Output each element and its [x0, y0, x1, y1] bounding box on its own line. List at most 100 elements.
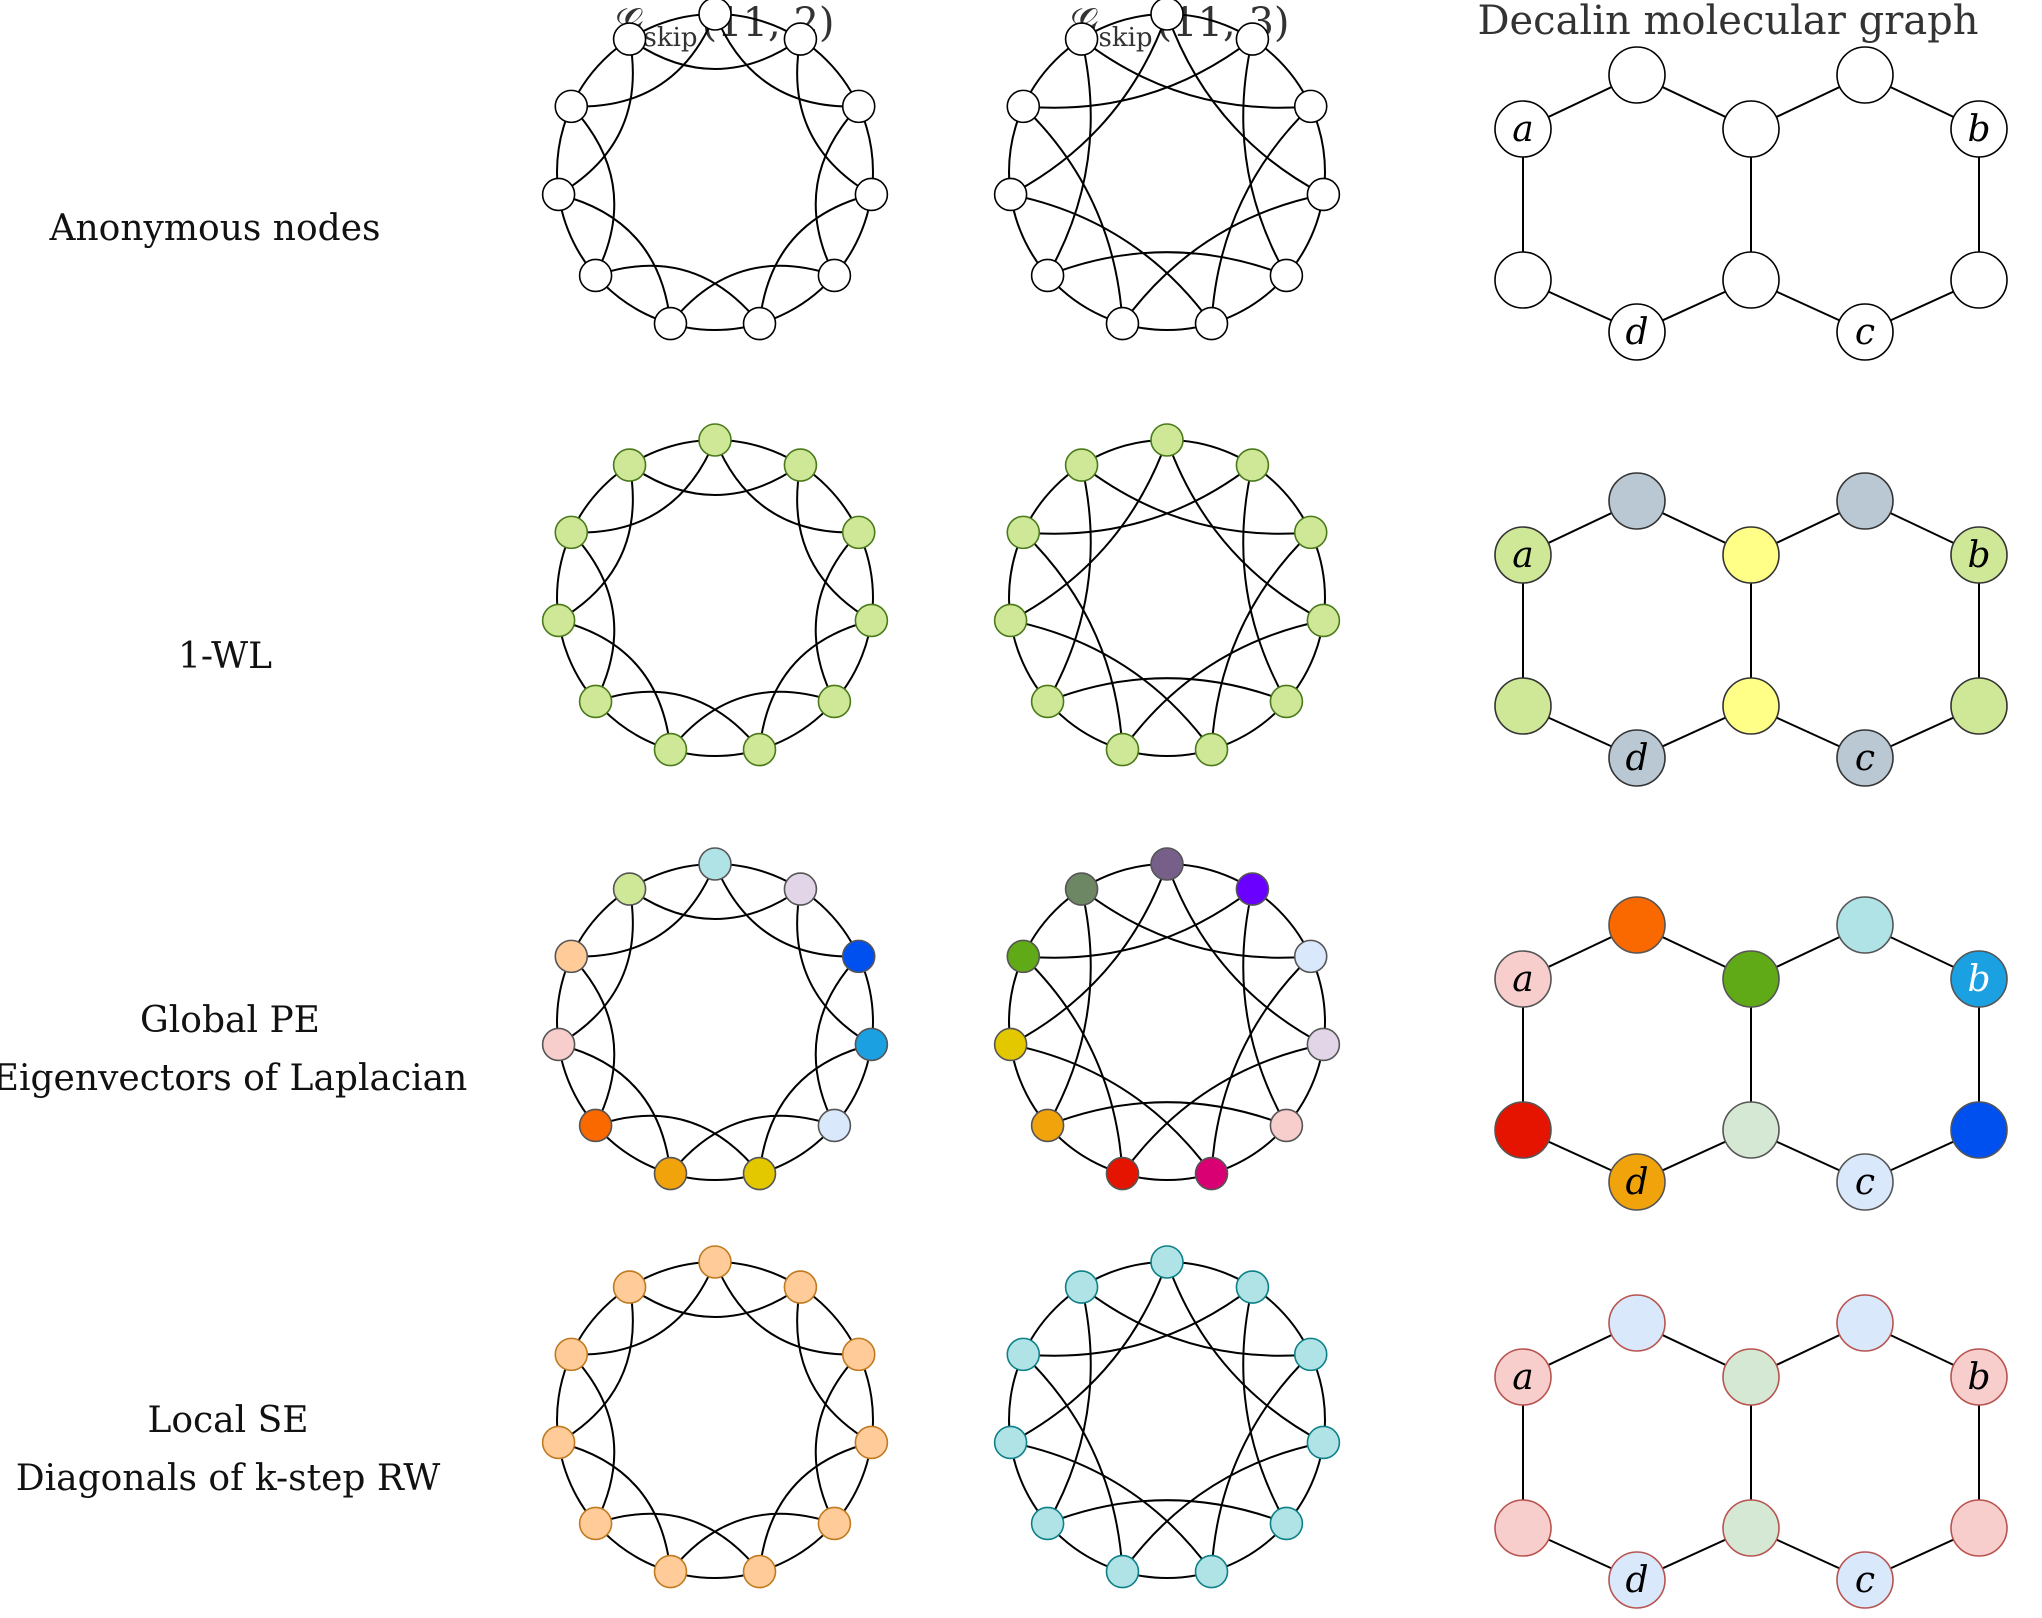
graph-node [1150, 0, 1184, 31]
skip-edge [714, 863, 859, 958]
skip-graph-3-row-2 [993, 847, 1341, 1191]
node-label-a: a [1512, 109, 1533, 150]
skip-edge [1210, 1353, 1312, 1572]
skip-edge [629, 1286, 801, 1318]
graph-node [1150, 423, 1184, 457]
skip-graph-2-row-2 [541, 847, 889, 1191]
node-label-d: d [1625, 1162, 1648, 1203]
graph-node [541, 177, 576, 212]
atom-node [1950, 251, 2008, 309]
graph-node [1235, 448, 1270, 482]
column-title-skip-11-3: 𝒢skip(11, 3) [1070, 0, 1290, 53]
skip-edge [629, 464, 801, 496]
graph-node [578, 684, 613, 719]
skip-edge [571, 439, 716, 534]
graph-node [783, 22, 818, 56]
skip-edge [1023, 464, 1254, 535]
skip-edge [595, 1114, 761, 1175]
atom-node [1836, 1153, 1894, 1211]
graph-node [653, 306, 688, 341]
atom-node [1494, 1499, 1552, 1557]
atom-node [1494, 100, 1552, 158]
skip-edge [1210, 531, 1312, 750]
atom-node [1836, 1551, 1894, 1609]
skip-edge [1023, 38, 1254, 109]
atom-node [1494, 251, 1552, 309]
graph-node [1006, 515, 1041, 550]
skip-edge [669, 1512, 835, 1573]
graph-node [1194, 1554, 1229, 1589]
skip-edge [1047, 1101, 1287, 1127]
graph-node [612, 872, 647, 906]
skip-edge [1166, 1261, 1324, 1444]
graph-node [698, 847, 732, 881]
row-label-1-line-0: 1-WL [178, 636, 272, 677]
atom-node [1836, 896, 1894, 954]
skip-edge [1166, 863, 1324, 1046]
skip-edge [1242, 38, 1288, 276]
node-label-c: c [1855, 738, 1875, 779]
graph-node [698, 1245, 732, 1279]
atom-node [1494, 1348, 1552, 1406]
graph-node [742, 306, 777, 341]
skip-edge [714, 1261, 859, 1356]
skip-edge [1047, 677, 1287, 703]
graph-node [817, 684, 852, 719]
skip-edge [558, 1441, 672, 1572]
graph-node [554, 89, 589, 124]
node-label-c: c [1855, 312, 1875, 353]
skip-edge [1166, 13, 1324, 196]
graph-node [578, 1108, 613, 1143]
skip-edge [558, 619, 672, 750]
skip-graph-2-row-1 [541, 423, 889, 767]
graph-node [554, 1337, 589, 1372]
graph-node [1150, 1245, 1184, 1279]
skip-edge [669, 1114, 835, 1175]
atom-node [1608, 1153, 1666, 1211]
skip-edge [1047, 1499, 1287, 1525]
skip-edge [1242, 464, 1288, 702]
graph-node [612, 22, 647, 56]
skip-graph-3-row-1 [993, 423, 1341, 767]
skip-graph-2-row-3 [541, 1245, 889, 1589]
skip-edge [558, 193, 672, 324]
skip-edge [1242, 1286, 1288, 1524]
graph-node [841, 89, 876, 124]
atom-node [1722, 1101, 1780, 1159]
graph-node [1269, 258, 1304, 293]
skip-edge [558, 38, 634, 196]
atom-node [1722, 677, 1780, 735]
column-title-decalin: Decalin molecular graph [1477, 0, 1978, 44]
atom-node [1608, 472, 1666, 530]
node-label-b: b [1967, 535, 1990, 576]
graph-node [1235, 872, 1270, 906]
atom-node [1836, 303, 1894, 361]
skip-edge [1010, 1441, 1213, 1573]
graph-node [1006, 1337, 1041, 1372]
graph-node [1269, 684, 1304, 719]
skip-edge [1166, 439, 1324, 622]
graph-node [1105, 732, 1140, 767]
graph-node [1030, 1108, 1065, 1143]
skip-edge [814, 955, 860, 1126]
skip-edge [758, 1441, 872, 1572]
node-label-b: b [1967, 109, 1990, 150]
atom-node [1950, 677, 2008, 735]
skip-edge [796, 38, 872, 196]
atom-node [1950, 1348, 2008, 1406]
atom-node [1950, 526, 2008, 584]
skip-edge [814, 105, 860, 276]
skip-edge [1010, 439, 1168, 622]
atom-node [1494, 950, 1552, 1008]
graph-node [1105, 306, 1140, 341]
skip-edge [714, 439, 859, 534]
skip-edge [558, 1286, 634, 1444]
row-label-2-line-0: Global PE [140, 1000, 320, 1041]
skip-edge [1080, 464, 1311, 535]
graph-node [541, 1425, 576, 1460]
graph-node [783, 1270, 818, 1304]
graph-node [1064, 1270, 1099, 1304]
